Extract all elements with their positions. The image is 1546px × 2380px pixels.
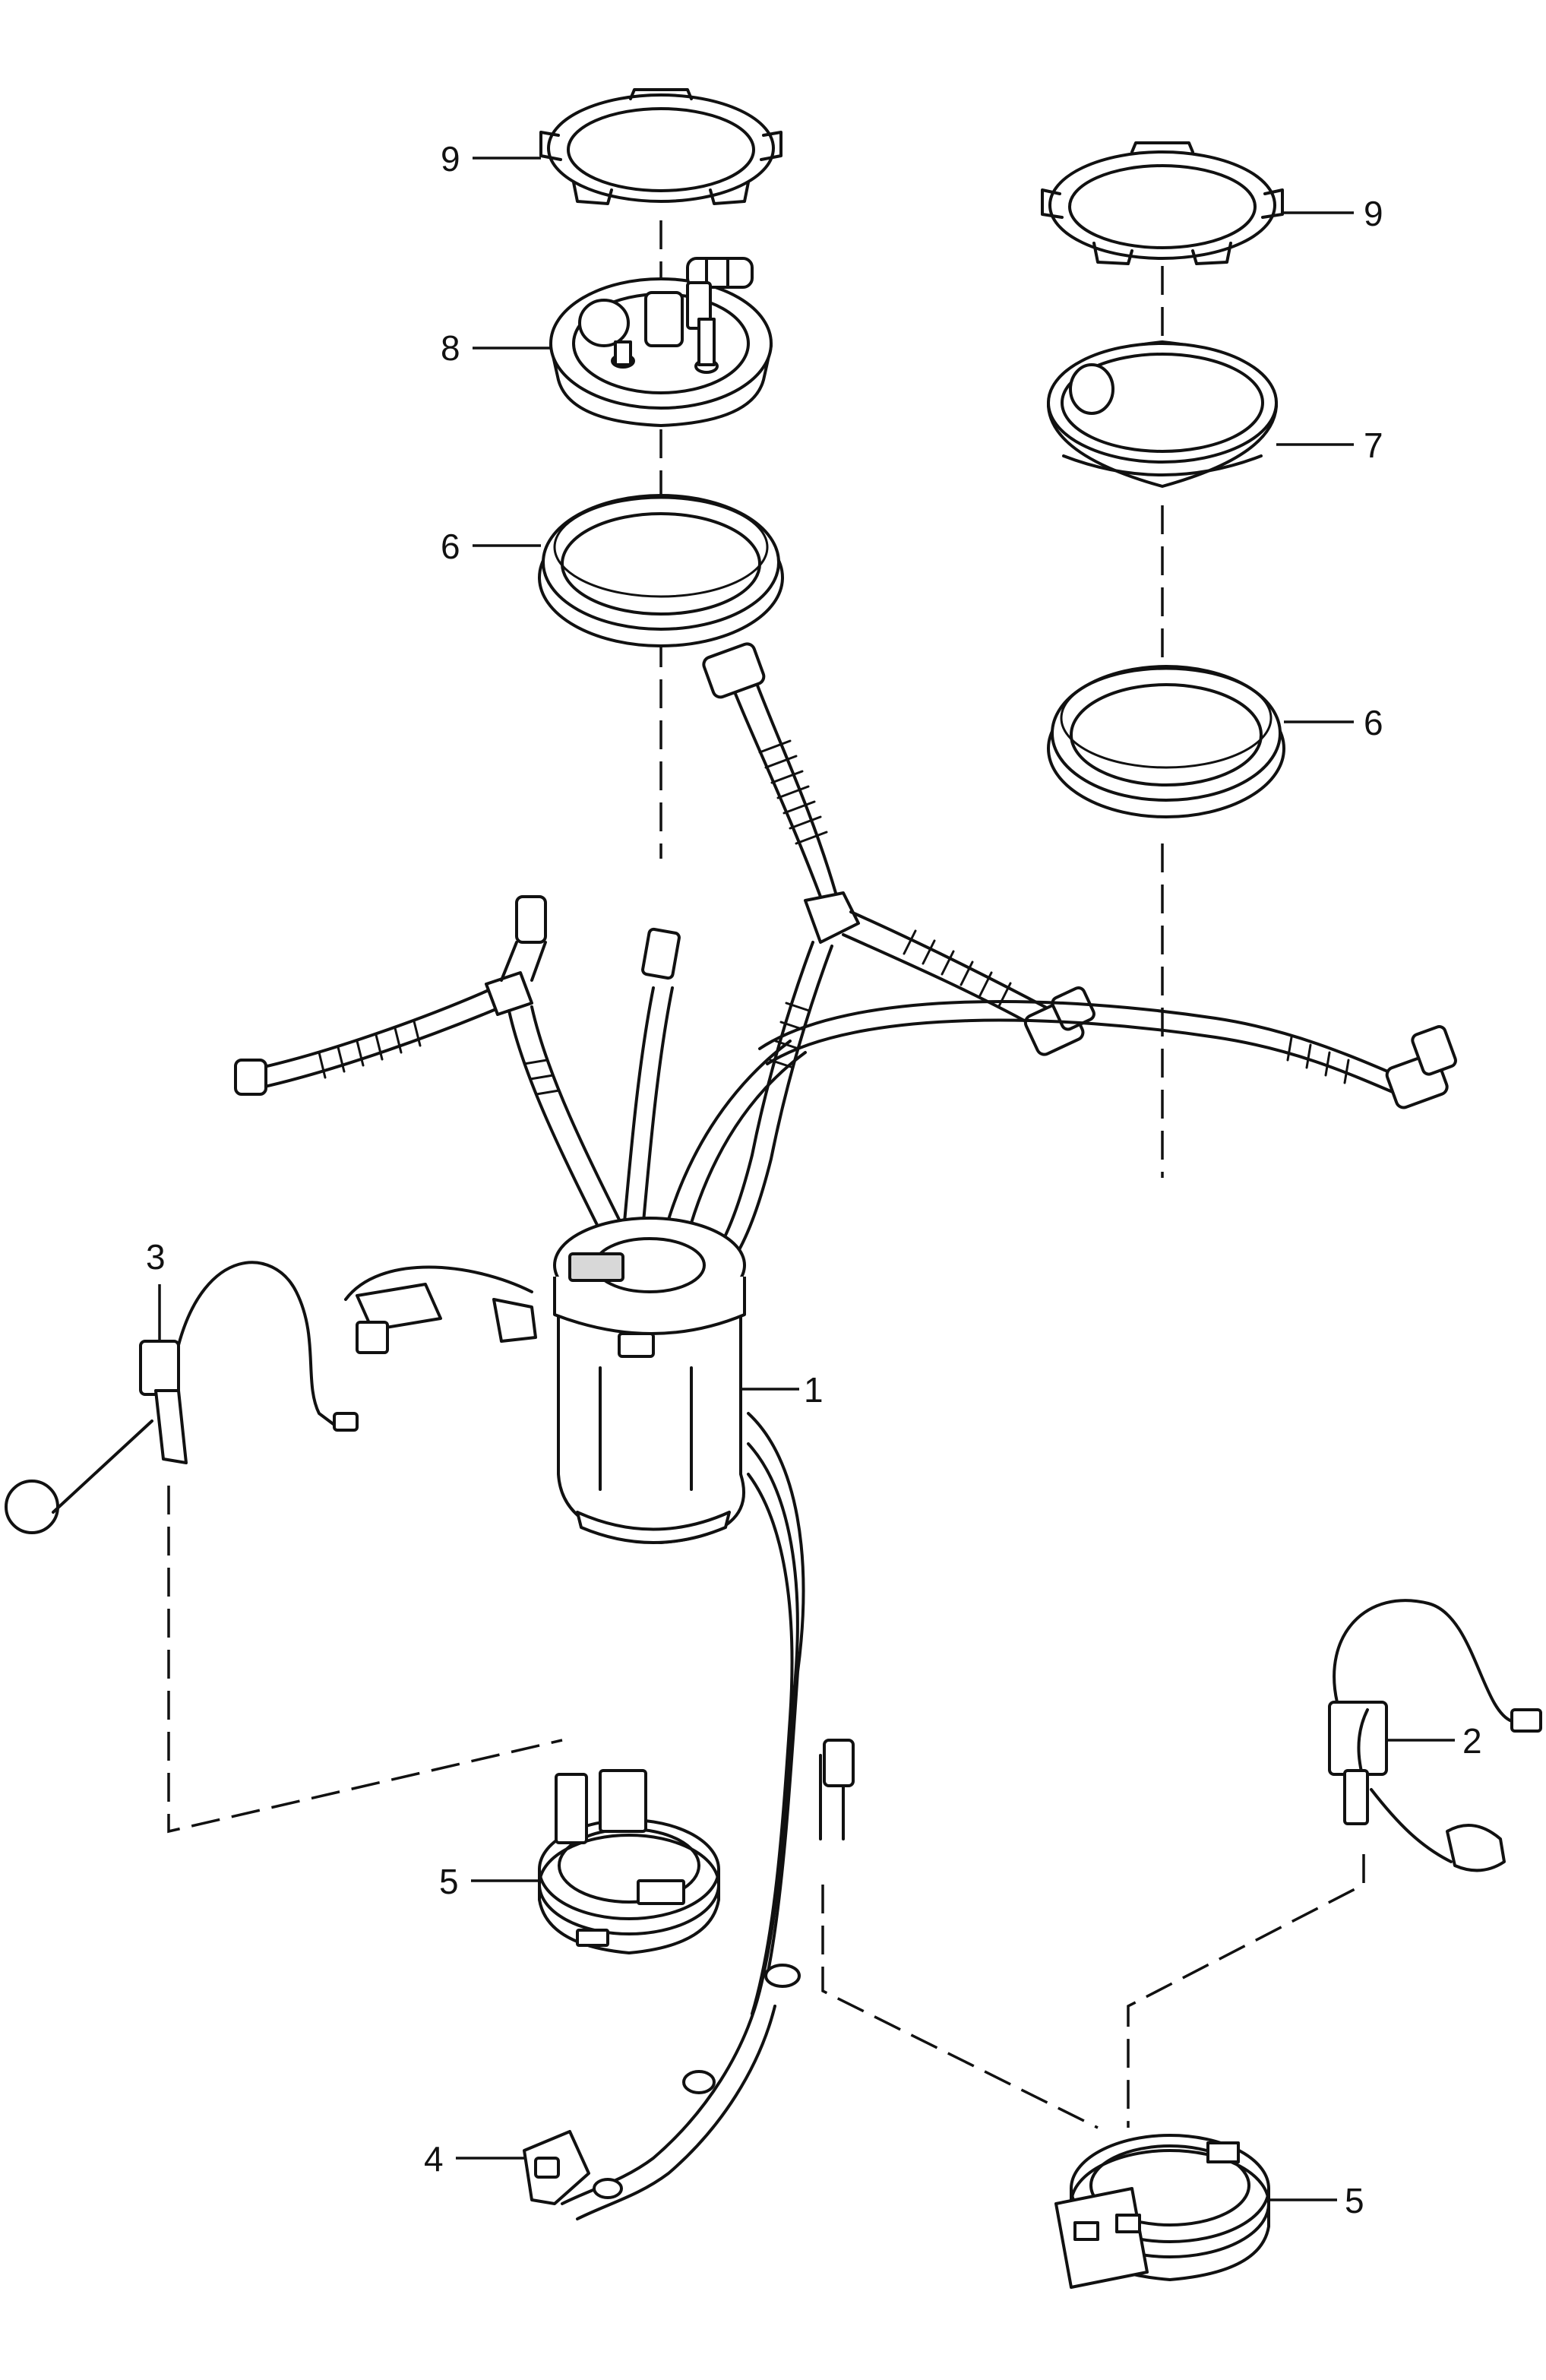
locking-ring-right [1041, 141, 1284, 265]
callout-3: 3 [146, 1237, 166, 1277]
fuel-level-sensor-left [5, 1261, 359, 1534]
seal-ring-right [1047, 665, 1285, 818]
callout-5-left: 5 [439, 1862, 459, 1901]
fuel-pump-module [553, 1217, 746, 1544]
retaining-ring-left [538, 1769, 720, 1954]
callout-6-left: 6 [441, 527, 460, 566]
callout-7: 7 [1364, 426, 1383, 465]
callout-6-right: 6 [1364, 703, 1383, 742]
callout-4: 4 [424, 2139, 444, 2179]
callout-8: 8 [441, 328, 460, 368]
callout-5-right: 5 [1345, 2181, 1364, 2220]
callout-1: 1 [804, 1370, 824, 1410]
fuel-level-sensor-right [1328, 1599, 1542, 1872]
callout-9-left: 9 [441, 139, 460, 179]
wiring-harness [523, 1412, 855, 2220]
fuel-hose-assembly [234, 642, 1457, 1267]
retaining-ring-right [1054, 2134, 1270, 2289]
callout-leaders [158, 157, 1455, 2201]
pump-flange-cover [549, 257, 773, 427]
callout-2: 2 [1462, 1721, 1482, 1761]
sensor-connector-left [344, 1265, 537, 1354]
locking-ring-left [539, 88, 782, 205]
callout-9-right: 9 [1364, 194, 1383, 233]
closure-cap [1047, 340, 1278, 488]
callout-numbers: 9 8 6 9 7 6 3 1 2 5 4 5 [146, 139, 1482, 2220]
seal-ring-left [538, 494, 784, 647]
